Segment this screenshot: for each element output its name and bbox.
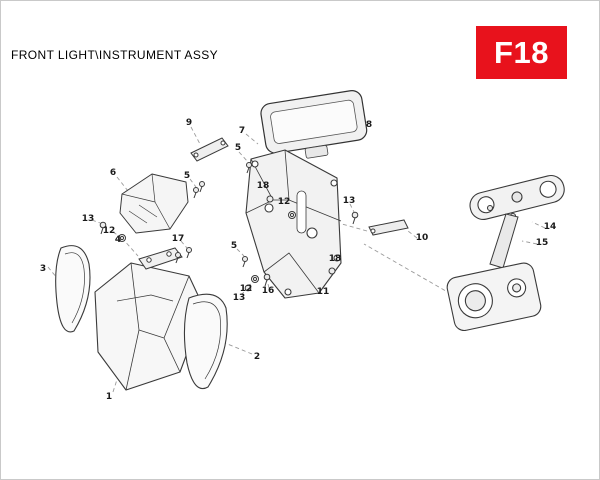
headlight-top-bracket [138,247,183,270]
stay-bracket [190,137,229,162]
steering-lower-clamp [446,262,542,332]
page-title: FRONT LIGHT\INSTRUMENT ASSY [11,48,219,62]
steering-upper-clamp [469,174,565,220]
page-code-text: F18 [494,34,549,70]
spacer-rod [368,219,409,236]
page-code-badge: F18 [476,26,567,79]
left-cover-panel [55,245,91,333]
fasteners [99,162,359,292]
mounting-bracket [245,149,342,299]
instrument-display [260,90,368,159]
upper-cover [119,173,189,234]
right-cover-panel [183,293,228,390]
steering-stem [489,213,519,269]
